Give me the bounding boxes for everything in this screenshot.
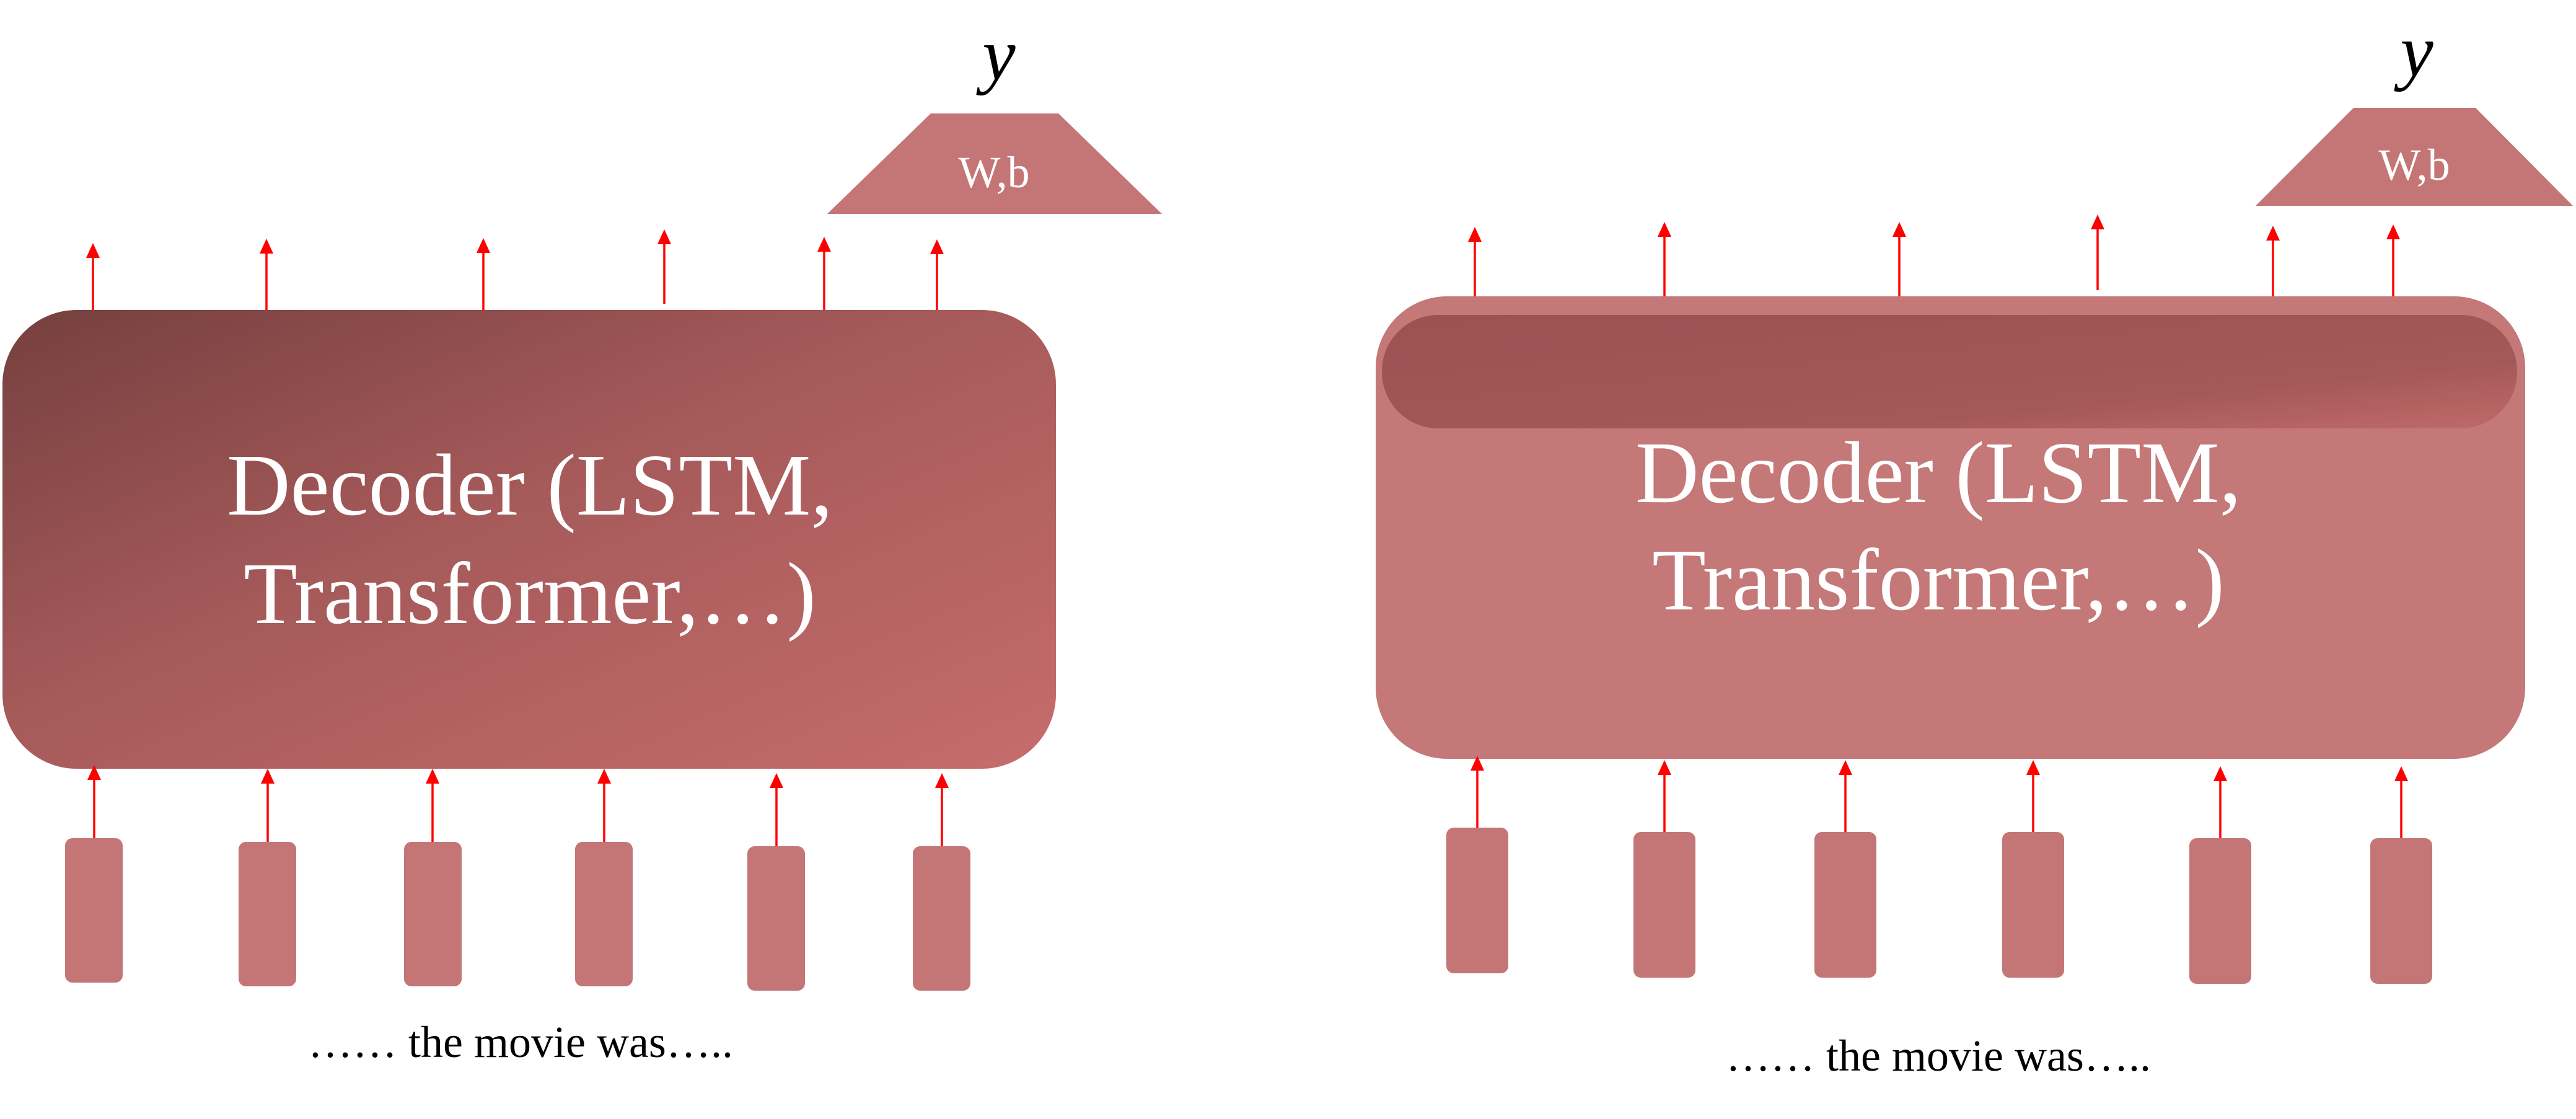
token-box bbox=[1814, 832, 1876, 978]
input-caption: …… the movie was….. bbox=[1726, 1031, 2151, 1081]
input-arrow bbox=[261, 769, 275, 842]
output-arrow bbox=[2266, 226, 2280, 299]
token-box bbox=[2189, 838, 2251, 984]
input-arrow bbox=[2026, 760, 2040, 832]
output-arrow bbox=[817, 237, 831, 310]
input-arrow bbox=[1839, 760, 1852, 832]
input-arrows-right bbox=[1470, 756, 2408, 838]
classifier-head bbox=[2256, 108, 2573, 206]
decoder-label-line2: Transformer,…) bbox=[244, 544, 816, 642]
head-label: W,b bbox=[958, 148, 1029, 197]
input-arrow bbox=[935, 773, 949, 846]
input-arrow bbox=[1470, 756, 1484, 828]
output-label-y: y bbox=[2393, 9, 2433, 92]
input-arrow bbox=[2394, 766, 2408, 838]
token-box bbox=[2370, 838, 2432, 984]
output-arrow bbox=[930, 239, 944, 310]
output-arrow bbox=[477, 238, 490, 310]
input-arrow bbox=[597, 769, 611, 842]
output-arrow bbox=[1658, 222, 1671, 299]
input-arrows-left bbox=[87, 765, 949, 846]
token-box bbox=[404, 842, 462, 986]
output-arrows-left bbox=[86, 229, 944, 310]
token-box bbox=[1446, 828, 1508, 973]
output-arrows-right bbox=[1468, 215, 2400, 299]
token-boxes-right bbox=[1446, 828, 2432, 984]
output-arrow bbox=[260, 239, 273, 310]
output-label-y: y bbox=[975, 13, 1016, 95]
output-arrow bbox=[86, 243, 100, 310]
token-box bbox=[1633, 832, 1695, 978]
input-arrow bbox=[1658, 760, 1671, 832]
output-arrow bbox=[1892, 222, 1906, 299]
output-arrow bbox=[657, 229, 671, 304]
decoder-label-line2: Transformer,…) bbox=[1652, 531, 2225, 629]
token-boxes-left bbox=[65, 838, 970, 991]
token-box bbox=[575, 842, 633, 986]
input-arrow bbox=[87, 765, 101, 838]
token-box bbox=[2002, 832, 2064, 978]
decoder-label-line1: Decoder (LSTM, bbox=[227, 436, 833, 534]
input-arrow bbox=[770, 773, 783, 846]
classifier-head bbox=[827, 113, 1162, 214]
decoder-block bbox=[2, 310, 1056, 769]
panel-right: W,b y Decoder (LSTM, Transformer,…) …… t… bbox=[1376, 9, 2573, 1081]
output-arrow bbox=[2091, 215, 2104, 290]
output-arrow bbox=[1468, 227, 1482, 299]
input-arrow bbox=[426, 769, 439, 842]
token-box bbox=[65, 838, 123, 983]
token-box bbox=[239, 842, 296, 986]
decoder-label-line1: Decoder (LSTM, bbox=[1635, 423, 2241, 521]
decoder-top-band bbox=[1382, 315, 2517, 428]
output-arrow bbox=[2386, 224, 2400, 299]
token-box bbox=[913, 846, 970, 991]
input-arrow bbox=[2213, 766, 2227, 838]
token-box bbox=[747, 846, 805, 991]
panel-left: W,b y Decoder (LSTM, Transformer,…) …… t… bbox=[2, 13, 1162, 1067]
head-label: W,b bbox=[2378, 140, 2450, 190]
input-caption: …… the movie was….. bbox=[308, 1017, 733, 1067]
